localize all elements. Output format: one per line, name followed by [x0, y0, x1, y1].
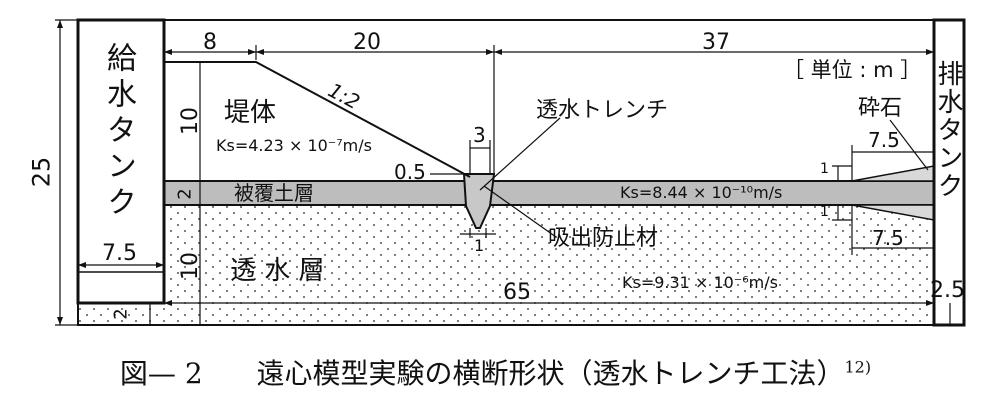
right-tank [932, 18, 966, 327]
dim-total-width: 65 [503, 280, 531, 305]
caption-text: 遠心模型実験の横断形状（透水トレンチ工法） [256, 357, 845, 390]
dim-top-c: 37 [702, 30, 730, 55]
dim-top-a: 8 [203, 30, 217, 55]
right-tank-label: 排水タンク [933, 60, 963, 200]
dim-base-height: 2 [110, 308, 132, 320]
dim-top-b: 20 [353, 30, 381, 55]
dim-trench-width: 3 [473, 123, 486, 147]
dim-trench-depth: 0.5 [394, 160, 426, 184]
left-tank [76, 18, 166, 305]
base-strip [78, 303, 164, 325]
caption-number: 図— 2 [119, 357, 203, 390]
dim-gravel-top: 7.5 [868, 128, 900, 152]
permeable-layer [164, 205, 934, 325]
figure-caption: 図— 2 遠心模型実験の横断形状（透水トレンチ工法）12) [0, 352, 991, 392]
dim-tank-width: 7.5 [102, 241, 137, 266]
trench-label: 透水トレンチ [536, 98, 669, 123]
unit-label: ［ 単位 : m ］ [783, 58, 922, 82]
dim-gravel-bottom: 7.5 [872, 226, 904, 250]
gravel-upper [851, 165, 935, 182]
embankment-label: 堤体 [224, 98, 277, 128]
dim-gravel-h2: 1 [820, 204, 829, 220]
dim-embankment-height: 10 [178, 107, 203, 135]
dim-base-right: 2.5 [930, 278, 965, 303]
permeable-k: Ks=9.31 × 10⁻⁶m/s [622, 273, 778, 292]
dim-permeable-height: 10 [178, 252, 203, 280]
dim-total-height: 25 [27, 156, 56, 188]
cover-label: 被覆土層 [234, 181, 314, 205]
embankment-outline [164, 61, 471, 178]
caption-ref: 12) [844, 357, 872, 377]
gravel-label: 砕石 [858, 96, 903, 121]
embankment-k: Ks=4.23 × 10⁻⁷m/s [216, 136, 372, 155]
dim-trench-bottom: 1 [474, 236, 485, 255]
dim-gravel-h1: 1 [820, 161, 829, 177]
permeable-label: 透 水 層 [230, 256, 325, 286]
cover-soil-layer [163, 180, 935, 206]
cover-k: Ks=8.44 × 10⁻¹⁰m/s [620, 183, 783, 202]
dim-cover-height: 2 [174, 188, 196, 200]
filter-label: 吸出防止材 [548, 226, 659, 251]
left-tank-label: 給水タンク [101, 42, 136, 222]
